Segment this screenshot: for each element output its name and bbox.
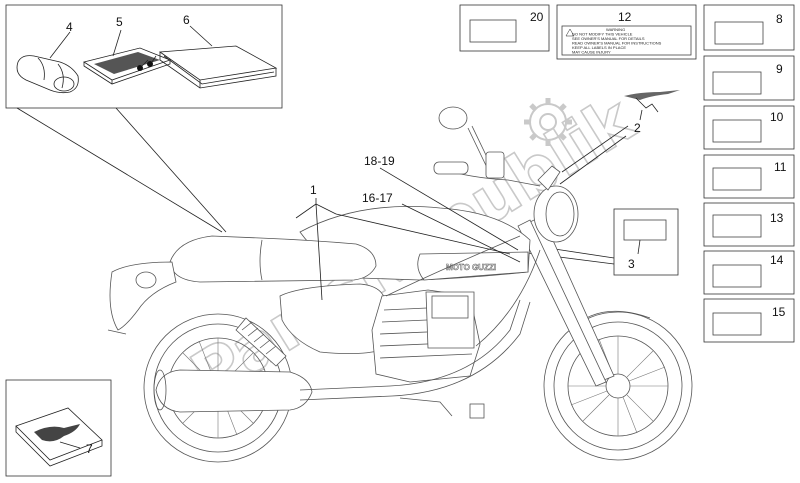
- decal-14-box: 14: [703, 250, 795, 295]
- callout-1: 1: [310, 183, 317, 197]
- rear-shock: [235, 317, 287, 367]
- svg-text:READ OWNER'S MANUAL FOR INSTRU: READ OWNER'S MANUAL FOR INSTRUCTIONS: [572, 41, 662, 46]
- callout-7: 7: [86, 442, 93, 456]
- front-fork: [517, 215, 615, 387]
- callout-8: 8: [776, 12, 783, 26]
- callout-15: 15: [772, 305, 786, 319]
- callout-5: 5: [116, 15, 123, 29]
- callout-16-17: 16-17: [362, 191, 393, 205]
- decal-15-box: 15: [703, 298, 795, 343]
- motorcycle-drawing: MOTO GUZZI: [107, 106, 693, 463]
- callout-4: 4: [66, 20, 73, 34]
- callout-3: 3: [628, 257, 635, 271]
- tool-bag: [16, 55, 79, 94]
- accessory-kit-box: 4 5 6: [5, 4, 283, 109]
- callout-13: 13: [770, 211, 784, 225]
- svg-text:MAY CAUSE INJURY: MAY CAUSE INJURY: [572, 50, 611, 55]
- callout-9: 9: [776, 62, 783, 76]
- callout-18-19: 18-19: [364, 154, 395, 168]
- decal-9-box: 9: [703, 55, 795, 101]
- headlight: [533, 165, 579, 243]
- svg-text:WARNING: WARNING: [606, 27, 625, 32]
- decal-3-box: 3: [613, 208, 679, 276]
- tank-decal-callouts: 1 16-17 18-19: [295, 154, 521, 301]
- engine: [371, 289, 481, 383]
- front-wheel: [543, 310, 693, 461]
- svg-text:KEEP ALL LABELS IN PLACE: KEEP ALL LABELS IN PLACE: [572, 45, 626, 50]
- handlebar: [433, 106, 541, 187]
- decal-12-box: 12 WARNING DO NOT MODIFY THIS VEHICLE SE…: [556, 4, 697, 60]
- svg-text:DO NOT MODIFY THIS VEHICLE: DO NOT MODIFY THIS VEHICLE: [572, 32, 633, 37]
- callout-2: 2: [634, 121, 641, 135]
- warning-triangle-icon: [565, 28, 575, 37]
- decal-20-box: 20: [459, 4, 550, 52]
- callout-11: 11: [774, 160, 787, 174]
- callout-20: 20: [530, 10, 544, 24]
- tank-logo: MOTO GUZZI: [446, 263, 496, 272]
- callout-10: 10: [770, 110, 784, 124]
- owner-manual: [158, 45, 278, 89]
- decal-10-box: 10: [703, 105, 795, 150]
- callout-14: 14: [770, 253, 784, 267]
- warning-label-text: WARNING DO NOT MODIFY THIS VEHICLE SEE O…: [572, 27, 662, 55]
- decal-8-box: 8: [703, 4, 795, 51]
- decal-13-box: 13: [703, 202, 795, 247]
- exhaust: [153, 299, 531, 413]
- rear-fender: [107, 261, 177, 335]
- seat: [169, 235, 377, 283]
- decal-7-box: 7: [5, 379, 112, 477]
- svg-text:SEE OWNER'S MANUAL FOR DETAILS: SEE OWNER'S MANUAL FOR DETAILS: [572, 36, 645, 41]
- decal-11-box: 11: [703, 154, 795, 199]
- callout-6: 6: [183, 13, 190, 27]
- decal-2-emblem: 2: [559, 90, 680, 185]
- callout-12: 12: [618, 10, 632, 24]
- watermark-gear-icon: [524, 98, 572, 146]
